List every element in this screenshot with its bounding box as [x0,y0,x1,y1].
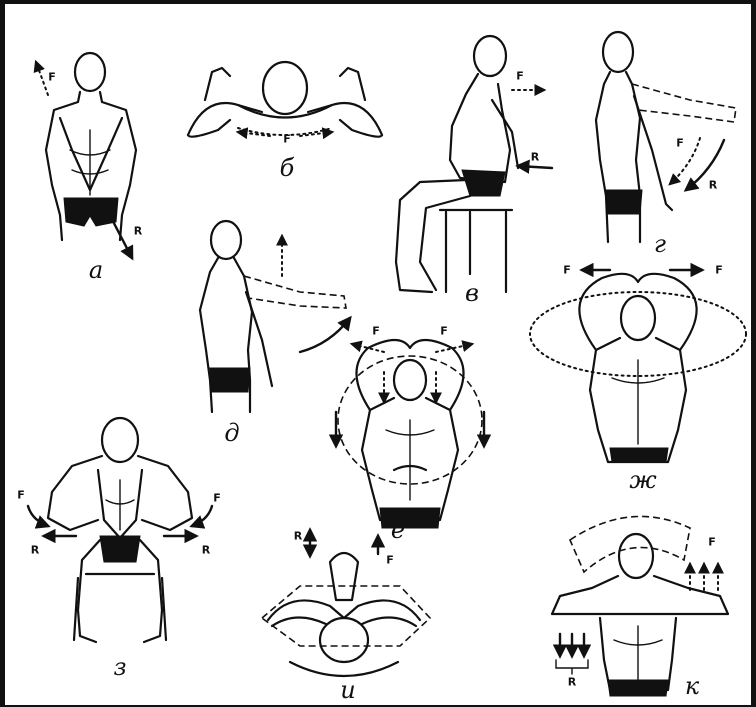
force-label-i: F [386,555,394,566]
resistance-label-a: R [134,226,142,237]
force-label-g: F [676,138,684,149]
resistance-label-k: R [568,677,576,688]
force-label-z-right: F [213,493,221,504]
figure-b-drawing [188,62,382,137]
resistance-label-v: R [531,152,539,163]
force-label-k: F [708,537,716,548]
panel-label-a: а [89,258,103,282]
figure-e-drawing [336,340,484,528]
panel-label-v: в [465,281,479,305]
resistance-label-i: R [294,531,302,542]
panel-label-k: к [685,674,699,698]
figure-d-drawing [200,221,350,412]
force-label-zh-left: F [563,265,571,276]
resistance-label-z-right: R [202,545,210,556]
force-label-e-right: F [440,326,448,337]
force-label-v: F [516,71,524,82]
force-label-z-left: F [17,490,25,501]
figure-g-drawing [596,32,736,242]
figure-i-drawing [262,530,430,676]
figure-a-drawing [36,53,136,258]
resistance-label-g: R [709,180,717,191]
panel-label-d: д [224,421,239,445]
panel-label-i: и [340,678,355,702]
figure-zh-drawing [530,270,746,462]
force-label-zh-right: F [715,265,723,276]
figure-z-drawing [28,418,212,642]
force-label-e-left: F [372,326,380,337]
figure-k-drawing [552,516,728,696]
panel-label-b: б [280,156,295,180]
panel-label-zh: ж [629,468,656,492]
panel-label-z: з [113,655,126,679]
figure-v-drawing [396,36,552,292]
resistance-label-z-left: R [31,545,39,556]
panel-label-g: г [654,232,666,256]
force-label-a: F [48,72,56,83]
panel-label-e: е [391,518,405,542]
force-label-b: F [283,134,291,145]
